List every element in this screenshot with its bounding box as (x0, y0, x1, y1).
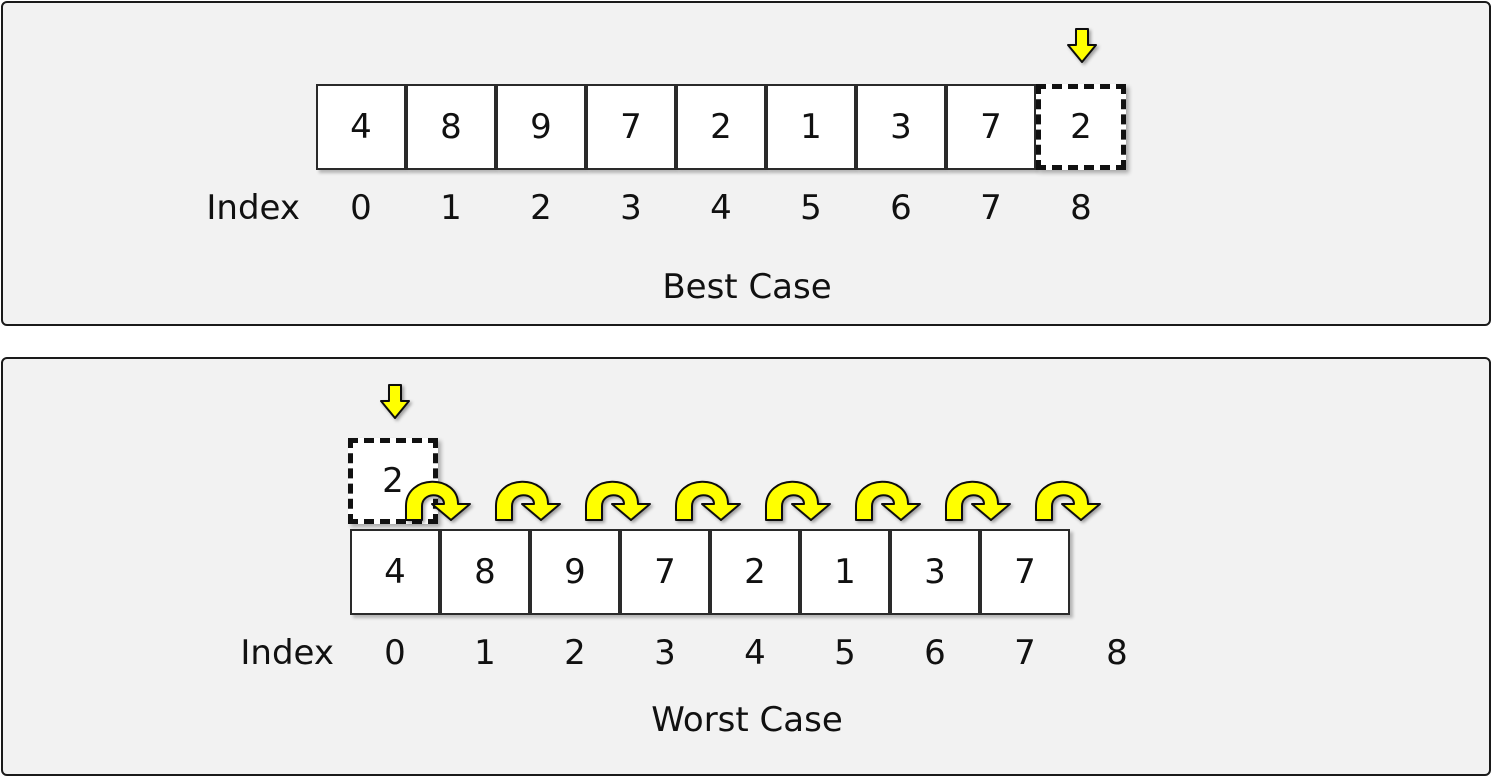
array-cell: 3 (856, 84, 946, 170)
array-cell: 8 (440, 529, 530, 615)
index-number: 5 (834, 633, 856, 673)
array-cell: 8 (406, 84, 496, 170)
index-number: 0 (350, 188, 372, 228)
array-cell: 9 (530, 529, 620, 615)
index-number: 8 (1070, 188, 1092, 228)
array-cell: 4 (316, 84, 406, 170)
index-number: 2 (564, 633, 586, 673)
worst-case-caption: Worst Case (651, 700, 843, 740)
array-cell: 4 (350, 529, 440, 615)
array-cell: 7 (620, 529, 710, 615)
worst-case-inserted-cell: 2 (348, 438, 438, 524)
array-cell: 7 (586, 84, 676, 170)
index-label: Index (240, 633, 334, 673)
index-number: 6 (924, 633, 946, 673)
index-number: 8 (1106, 633, 1128, 673)
array-cell: 2 (676, 84, 766, 170)
array-cell: 2 (710, 529, 800, 615)
index-number: 3 (654, 633, 676, 673)
index-number: 7 (1014, 633, 1036, 673)
index-number: 3 (620, 188, 642, 228)
index-number: 7 (980, 188, 1002, 228)
array-cell: 3 (890, 529, 980, 615)
index-number: 2 (530, 188, 552, 228)
index-number: 5 (800, 188, 822, 228)
array-cell: 7 (980, 529, 1070, 615)
best-case-caption: Best Case (662, 267, 832, 307)
index-number: 6 (890, 188, 912, 228)
index-number: 4 (744, 633, 766, 673)
best-case-inserted-cell: 2 (1036, 84, 1126, 170)
array-cell: 1 (800, 529, 890, 615)
index-label: Index (206, 188, 300, 228)
index-number: 1 (474, 633, 496, 673)
array-cell: 9 (496, 84, 586, 170)
array-cell: 1 (766, 84, 856, 170)
index-number: 0 (384, 633, 406, 673)
array-cell: 7 (946, 84, 1036, 170)
index-number: 1 (440, 188, 462, 228)
index-number: 4 (710, 188, 732, 228)
